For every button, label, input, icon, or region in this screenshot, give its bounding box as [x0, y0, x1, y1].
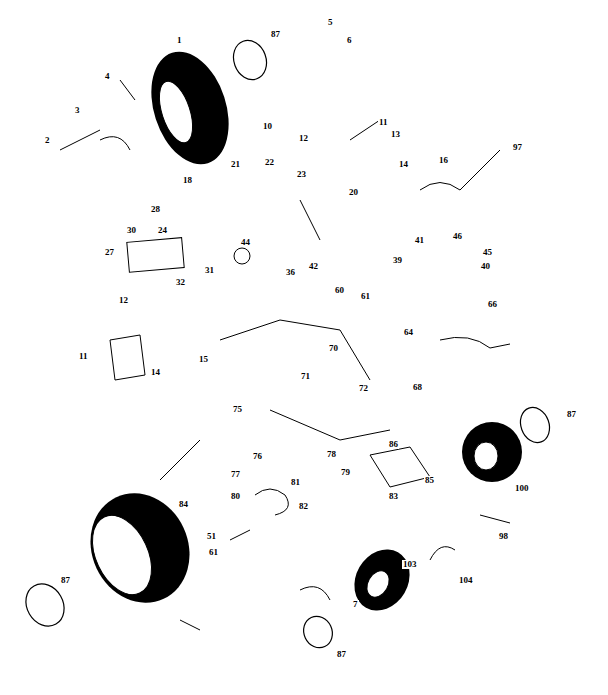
hubcap — [228, 36, 272, 85]
steering-rod — [420, 150, 500, 190]
callout-number: 5 — [327, 18, 334, 27]
callout-number: 10 — [262, 122, 273, 131]
rim — [81, 506, 164, 604]
callout-number: 75 — [232, 405, 243, 414]
axle-parts — [60, 80, 135, 150]
callout-number: 22 — [264, 158, 275, 167]
callout-number: 42 — [308, 262, 319, 271]
callout-number: 12 — [298, 134, 309, 143]
callout-number: 81 — [290, 478, 301, 487]
callout-number: 87 — [270, 30, 281, 39]
parts — [60, 80, 510, 630]
spindle — [370, 447, 430, 487]
callout-number: 21 — [230, 160, 241, 169]
callout-number: 30 — [126, 226, 137, 235]
callout-number: 12 — [118, 296, 129, 305]
callout-number: 103 — [402, 560, 418, 569]
callout-number: 78 — [326, 450, 337, 459]
callout-number: 77 — [230, 470, 241, 479]
hubcaps — [18, 36, 554, 653]
callout-number: 36 — [285, 268, 296, 277]
tires — [73, 42, 522, 621]
callout-number: 16 — [438, 156, 449, 165]
callout-number: 104 — [458, 576, 474, 585]
tire — [73, 477, 207, 619]
callout-number: 20 — [348, 188, 359, 197]
callout-number: 45 — [482, 248, 493, 257]
callout-number: 7 — [352, 600, 359, 609]
gear — [234, 248, 250, 264]
linkage — [440, 337, 510, 348]
callout-number: 32 — [175, 278, 186, 287]
callout-number: 87 — [60, 576, 71, 585]
callout-number: 76 — [252, 452, 263, 461]
callout-number: 1 — [176, 36, 183, 45]
tire — [462, 422, 522, 482]
callout-number: 71 — [300, 372, 311, 381]
callout-number: 80 — [230, 492, 241, 501]
hubcap — [516, 403, 555, 446]
callout-number: 2 — [44, 136, 51, 145]
callout-number: 46 — [452, 232, 463, 241]
callout-number: 14 — [398, 160, 409, 169]
callout-number: 13 — [390, 130, 401, 139]
pedal — [230, 489, 288, 540]
callout-number: 84 — [178, 500, 189, 509]
hubcap — [18, 577, 71, 633]
callout-number: 6 — [346, 36, 353, 45]
callout-number: 60 — [334, 286, 345, 295]
callout-number: 41 — [414, 236, 425, 245]
rim — [153, 77, 199, 147]
callout-number: 97 — [512, 143, 523, 152]
callout-number: 64 — [403, 328, 414, 337]
callout-number: 66 — [487, 300, 498, 309]
callout-number: 51 — [206, 532, 217, 541]
tire — [138, 42, 242, 175]
bracket — [110, 335, 145, 380]
callout-number: 24 — [157, 226, 168, 235]
callout-number: 61 — [360, 292, 371, 301]
callout-number: 61 — [208, 548, 219, 557]
callout-number: 39 — [392, 256, 403, 265]
callout-number: 79 — [340, 468, 351, 477]
callout-number: 86 — [388, 440, 399, 449]
callout-number: 15 — [198, 355, 209, 364]
callout-number: 31 — [204, 266, 215, 275]
callout-number: 11 — [78, 352, 89, 361]
callout-number: 18 — [182, 176, 193, 185]
plate — [127, 238, 184, 273]
callout-number: 27 — [104, 248, 115, 257]
callout-number: 28 — [150, 205, 161, 214]
callout-number: 87 — [566, 410, 577, 419]
rim — [474, 442, 498, 470]
hubcap — [299, 612, 338, 653]
callout-number: 98 — [498, 532, 509, 541]
callout-number: 40 — [480, 262, 491, 271]
callout-number: 68 — [412, 383, 423, 392]
clips — [180, 587, 330, 630]
callout-number: 23 — [296, 170, 307, 179]
tire — [343, 539, 420, 620]
callout-number: 100 — [514, 484, 530, 493]
callout-number: 82 — [298, 502, 309, 511]
rim — [362, 567, 393, 601]
rods — [160, 120, 380, 480]
callout-number: 4 — [104, 72, 111, 81]
callout-number: 70 — [328, 344, 339, 353]
hub-parts — [430, 515, 510, 560]
callout-number: 83 — [388, 492, 399, 501]
callout-number: 3 — [74, 106, 81, 115]
frame — [220, 320, 390, 440]
callout-number: 11 — [378, 118, 389, 127]
callout-number: 72 — [358, 384, 369, 393]
callout-number: 44 — [240, 238, 251, 247]
callout-number: 87 — [336, 650, 347, 659]
callout-number: 85 — [424, 476, 435, 485]
callout-number: 14 — [150, 368, 161, 377]
